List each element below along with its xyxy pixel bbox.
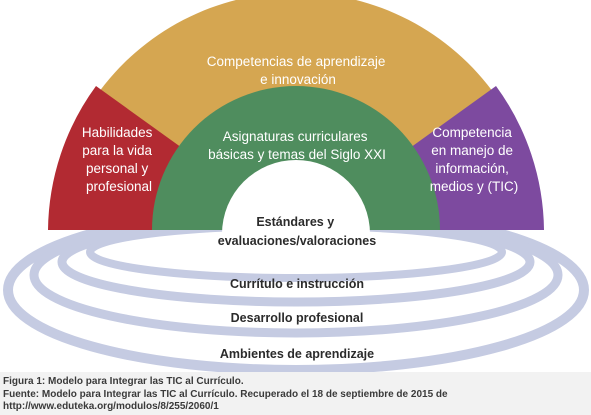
caption-line-1: Figura 1: Modelo para Integrar las TIC a… — [3, 376, 244, 387]
ring-label-curriculum: Currítulo e instrucción — [230, 277, 364, 291]
segment-left-label: Habilidades para la vida personal y prof… — [82, 125, 156, 194]
segment-center-label: Asignaturas curriculares básicas y temas… — [208, 129, 386, 162]
segment-right-label: Competencia en manejo de información, me… — [430, 125, 519, 194]
core-label: Estándares y evaluaciones/valoraciones — [218, 215, 376, 248]
caption-line-2: Fuente: Modelo para Integrar las TIC al … — [3, 388, 448, 400]
segment-center — [152, 86, 440, 230]
caption-source-link[interactable]: http://www.eduteka.org/modulos/8/255/206… — [3, 401, 219, 412]
ring-label-professional-development: Desarrollo profesional — [231, 311, 364, 325]
segment-top-label: Competencias de aprendizaje e innovación — [207, 54, 389, 87]
ring-label-learning-environments: Ambientes de aprendizaje — [220, 347, 374, 361]
core-white-arch — [222, 160, 370, 234]
figure-caption: Figura 1: Modelo para Integrar las TIC a… — [0, 372, 591, 415]
rainbow-arch — [48, 0, 544, 234]
